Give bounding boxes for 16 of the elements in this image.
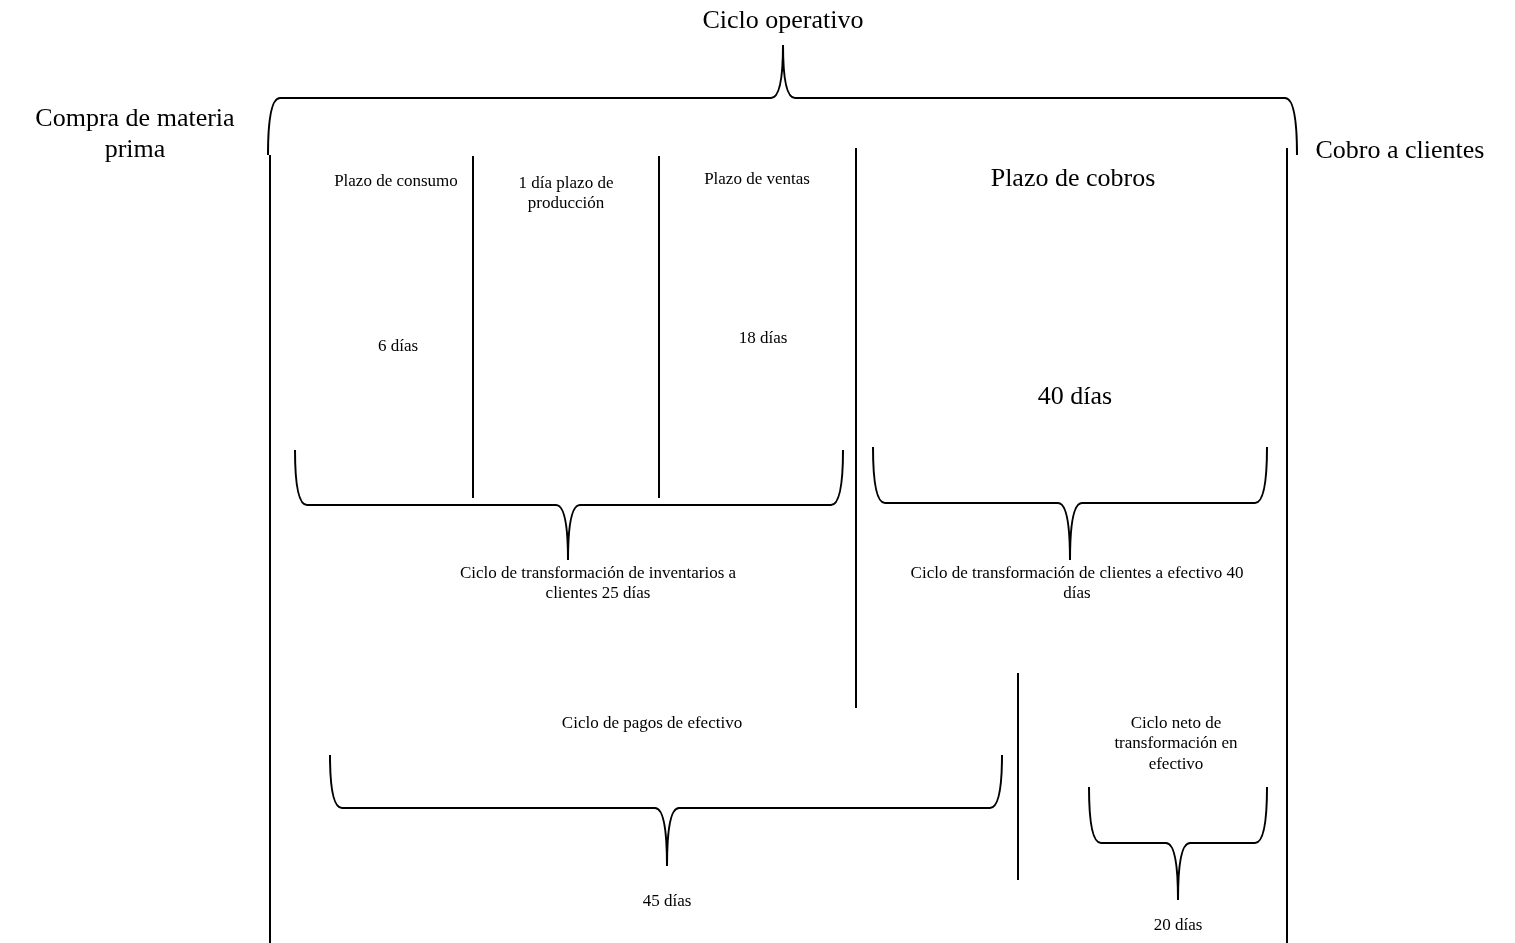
period-label: 6 días bbox=[376, 336, 420, 357]
period-label: Ciclo de pagos de efectivo bbox=[560, 713, 744, 734]
period-label: Ciclo de transformación de clientes a efectivo 40 días bbox=[909, 563, 1245, 604]
period-label: Ciclo de transformación de inventarios a clientes 25 días bbox=[458, 563, 738, 604]
period-label: Plazo de cobros bbox=[989, 162, 1157, 194]
period-label: Ciclo neto de transformación en efectivo bbox=[1113, 713, 1239, 775]
period-label: 20 días bbox=[1152, 915, 1204, 936]
period-label: Plazo de consumo bbox=[333, 171, 459, 192]
period-label: 18 días bbox=[737, 328, 789, 349]
period-label: Ciclo operativo bbox=[701, 4, 865, 36]
period-label: Plazo de ventas bbox=[703, 169, 811, 190]
period-label: 40 días bbox=[1036, 380, 1114, 412]
period-label: 45 días bbox=[641, 891, 693, 912]
period-label: Compra de materia prima bbox=[34, 102, 236, 165]
period-label: Cobro a clientes bbox=[1314, 134, 1486, 166]
period-label: 1 día plazo de producción bbox=[517, 173, 615, 214]
